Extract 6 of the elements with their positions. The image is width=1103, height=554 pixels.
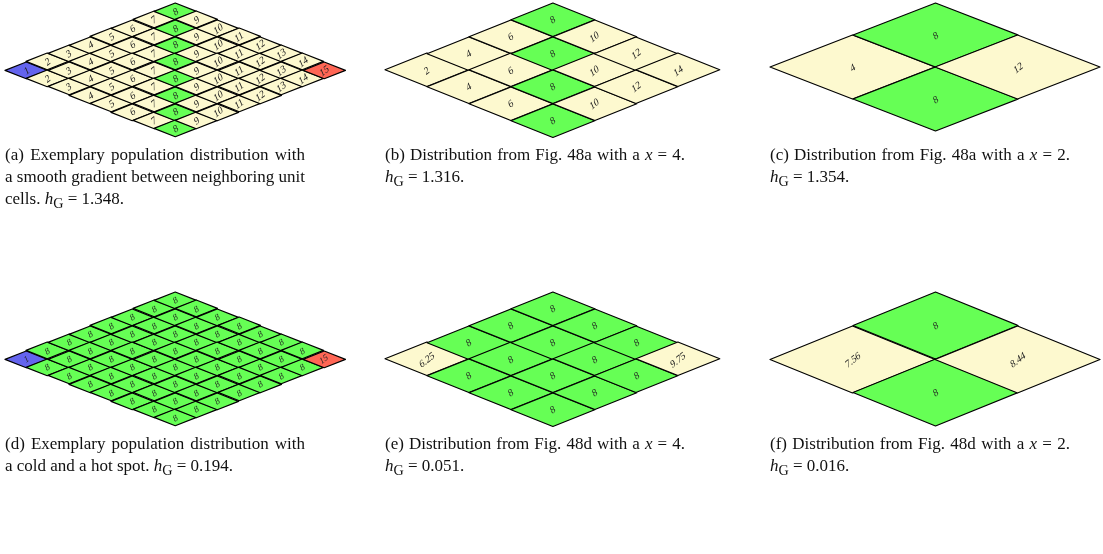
figure-caption: (b) Distribution from Fig. 48a with a x = 4. h$_{G}$ = 1.316. (385, 144, 685, 192)
figure-caption: (a) Exemplary population distribution with a smooth gradient between neighboring unit cells. h$_{G}$ = 1.348. (5, 144, 305, 214)
figure-caption: (e) Distribution from Fig. 48d with a x = 4. h$_{G}$ = 0.051. (385, 433, 685, 481)
figure-caption: (d) Exemplary population distribution with a cold and a hot spot. h$_{G}$ = 0.194. (5, 433, 305, 481)
figure-caption: (f) Distribution from Fig. 48d with a x = 2. h$_{G}$ = 0.016. (770, 433, 1070, 481)
figure-caption: (c) Distribution from Fig. 48a with a x = 2. h$_{G}$ = 1.354. (770, 144, 1070, 192)
